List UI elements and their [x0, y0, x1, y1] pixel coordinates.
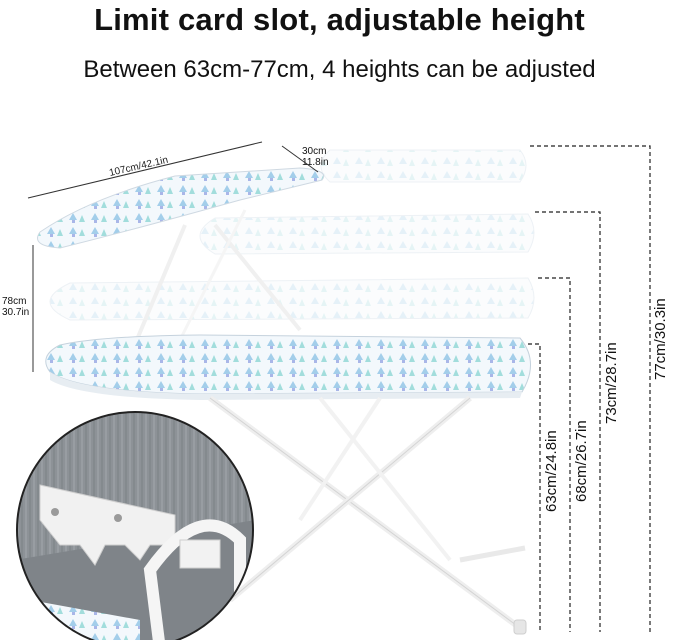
length-label: 107cm/42.1in	[108, 155, 169, 179]
ghost-board-77	[320, 149, 527, 183]
height-label-68: 68cm/26.7in	[573, 420, 590, 502]
page-subtitle: Between 63cm-77cm, 4 heights can be adju…	[83, 56, 596, 83]
width-dimension	[281, 145, 319, 173]
width-in-label: 11.8in	[302, 157, 329, 168]
folded-in-label: 30.7in	[2, 307, 30, 318]
folded-cm-label: 78cm	[2, 296, 27, 307]
ghost-board-73	[199, 213, 535, 255]
ghost-board-68	[49, 277, 535, 321]
width-cm-label: 30cm	[302, 146, 327, 157]
main-board	[45, 334, 531, 635]
height-label-73: 73cm/28.7in	[603, 342, 620, 424]
height-guides	[528, 145, 651, 632]
page-title: Limit card slot, adjustable height	[94, 2, 585, 37]
folded-height-label: 78cm 30.7in	[2, 296, 29, 318]
height-label-63: 63cm/24.8in	[543, 430, 560, 512]
card-slot-inset	[16, 411, 254, 640]
height-label-77: 77cm/30.3in	[652, 298, 669, 380]
width-label: 30cm 11.8in	[302, 146, 329, 168]
